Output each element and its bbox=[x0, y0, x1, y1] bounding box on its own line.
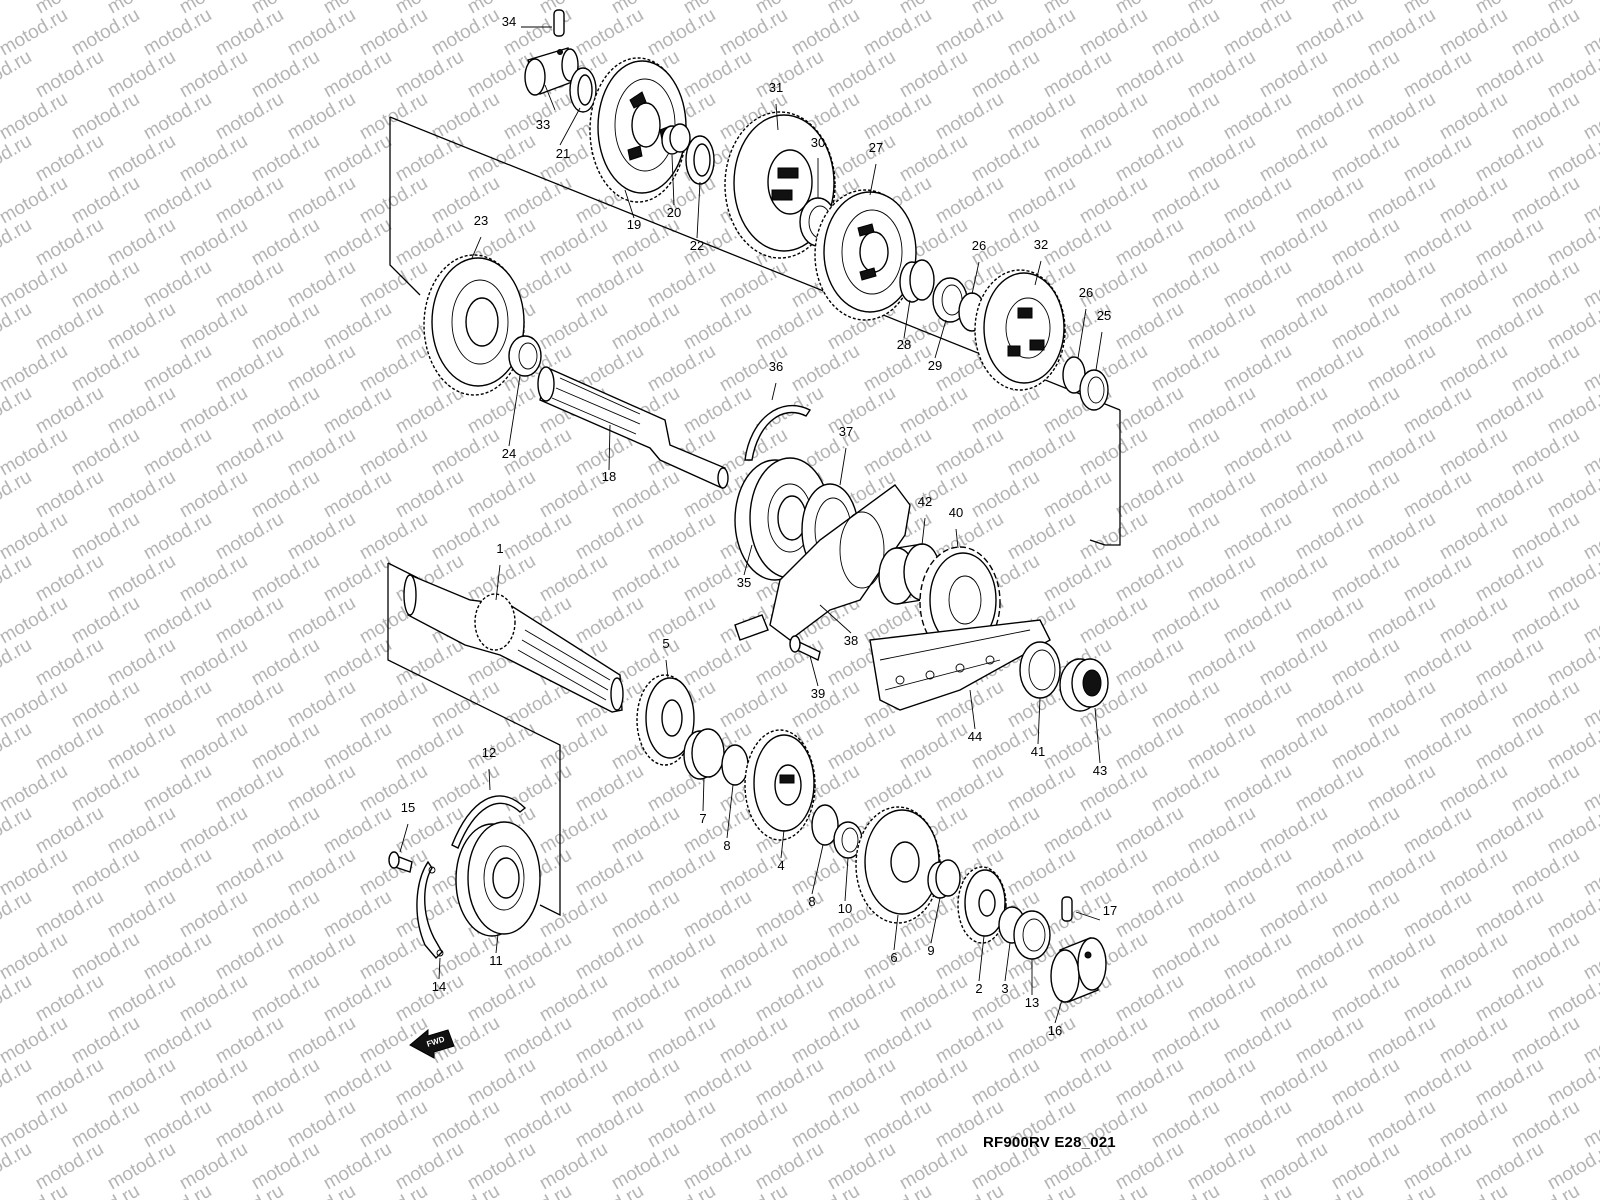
callout-34: 34 bbox=[502, 14, 516, 29]
part-25-washer bbox=[1079, 369, 1109, 411]
part-1-drive-shaft bbox=[403, 573, 624, 713]
callout-13: 13 bbox=[1025, 995, 1039, 1010]
part-32-gear bbox=[974, 269, 1066, 391]
part-36-c-ring bbox=[744, 404, 812, 461]
callout-leader-lines bbox=[399, 26, 1103, 1024]
callout-31: 31 bbox=[769, 80, 783, 95]
callout-26: 26 bbox=[972, 238, 986, 253]
callout-27: 27 bbox=[869, 140, 883, 155]
part-8-circlip-b bbox=[811, 804, 839, 846]
part-13-washer bbox=[1013, 910, 1051, 960]
callout-41: 41 bbox=[1031, 744, 1045, 759]
callout-14: 14 bbox=[432, 979, 446, 994]
callout-28: 28 bbox=[897, 337, 911, 352]
part-34-pin bbox=[553, 9, 565, 37]
callout-16: 16 bbox=[1048, 1023, 1062, 1038]
part-17-pin bbox=[1061, 896, 1073, 922]
part-43-spacer bbox=[1059, 658, 1109, 712]
callout-26: 26 bbox=[1079, 285, 1093, 300]
callout-25: 25 bbox=[1097, 308, 1111, 323]
callout-20: 20 bbox=[667, 205, 681, 220]
callout-36: 36 bbox=[769, 359, 783, 374]
part-22-washer bbox=[685, 135, 715, 185]
callout-9: 9 bbox=[927, 943, 934, 958]
callout-24: 24 bbox=[502, 446, 516, 461]
callout-40: 40 bbox=[949, 505, 963, 520]
part-27-gear bbox=[814, 189, 917, 321]
part-6-gear bbox=[855, 806, 941, 924]
callout-19: 19 bbox=[627, 217, 641, 232]
part-2-gear bbox=[957, 866, 1007, 944]
callout-43: 43 bbox=[1093, 763, 1107, 778]
fwd-direction-arrow-icon: FWD bbox=[409, 1028, 455, 1059]
callout-6: 6 bbox=[890, 950, 897, 965]
callout-18: 18 bbox=[602, 469, 616, 484]
callout-2: 2 bbox=[975, 981, 982, 996]
callout-37: 37 bbox=[839, 424, 853, 439]
callout-8: 8 bbox=[723, 838, 730, 853]
callout-4: 4 bbox=[777, 858, 784, 873]
callout-8: 8 bbox=[808, 894, 815, 909]
part-24-bushing bbox=[508, 335, 542, 377]
callout-33: 33 bbox=[536, 117, 550, 132]
callout-22: 22 bbox=[690, 238, 704, 253]
part-23-gear bbox=[423, 254, 525, 396]
part-20-bearing bbox=[661, 123, 691, 155]
callout-21: 21 bbox=[556, 146, 570, 161]
callout-11: 11 bbox=[489, 953, 503, 968]
callout-42: 42 bbox=[918, 494, 932, 509]
callout-3: 3 bbox=[1001, 981, 1008, 996]
part-28-bushing bbox=[899, 259, 935, 303]
part-44-drive-chain bbox=[869, 619, 1051, 711]
callout-7: 7 bbox=[699, 811, 706, 826]
part-18-countershaft bbox=[537, 366, 729, 490]
callout-5: 5 bbox=[662, 636, 669, 651]
callout-1: 1 bbox=[496, 541, 503, 556]
callout-15: 15 bbox=[401, 800, 415, 815]
callout-35: 35 bbox=[737, 575, 751, 590]
callout-12: 12 bbox=[482, 745, 496, 760]
part-9-bushing bbox=[927, 859, 961, 899]
callout-30: 30 bbox=[811, 135, 825, 150]
part-4-gear bbox=[744, 729, 816, 841]
part-15-bolt bbox=[388, 851, 413, 873]
callout-23: 23 bbox=[474, 213, 488, 228]
callout-38: 38 bbox=[844, 633, 858, 648]
part-5-gear bbox=[636, 674, 695, 766]
part-16-end-cap bbox=[1050, 937, 1107, 1003]
callout-32: 32 bbox=[1034, 237, 1048, 252]
part-33-bushing bbox=[524, 47, 579, 96]
part-41-o-ring bbox=[1019, 641, 1061, 699]
part-38-retainer-plate bbox=[734, 484, 911, 641]
callout-17: 17 bbox=[1103, 903, 1117, 918]
callout-10: 10 bbox=[838, 901, 852, 916]
part-21-washer bbox=[569, 67, 597, 113]
part-14-bearing-retainer bbox=[416, 860, 444, 960]
part-39-bolt bbox=[789, 635, 821, 662]
part-12-c-ring bbox=[451, 795, 527, 849]
callout-29: 29 bbox=[928, 358, 942, 373]
part-8-circlip-a bbox=[721, 744, 749, 786]
callout-39: 39 bbox=[811, 686, 825, 701]
diagram-caption: RF900RV E28_021 bbox=[983, 1134, 1116, 1151]
callout-44: 44 bbox=[968, 729, 982, 744]
part-7-bushing bbox=[683, 728, 725, 780]
part-11-bearing bbox=[455, 821, 541, 937]
